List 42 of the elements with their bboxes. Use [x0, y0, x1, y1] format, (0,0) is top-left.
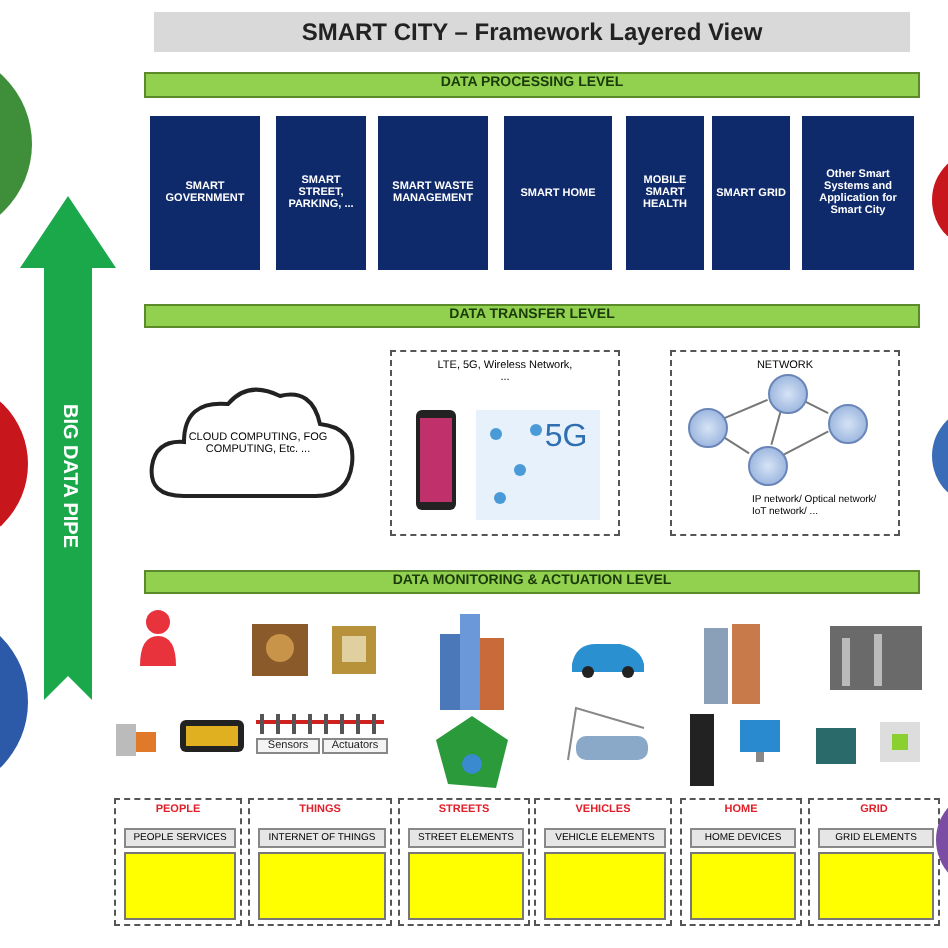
application-box — [504, 116, 612, 270]
application-box — [626, 116, 704, 270]
application-box — [712, 116, 790, 270]
category-box — [818, 828, 934, 848]
detail-box — [124, 852, 236, 920]
dashed-group — [680, 798, 802, 926]
category-box — [690, 828, 796, 848]
category-box — [258, 828, 386, 848]
connector-line — [782, 430, 830, 456]
level-banner — [144, 304, 920, 328]
title-banner: SMART CITY – Framework Layered View — [154, 12, 910, 52]
connector-line — [723, 398, 769, 420]
detail-box — [408, 852, 524, 920]
level-banner — [144, 570, 920, 594]
dashed-group — [398, 798, 530, 926]
dashed-group — [808, 798, 940, 926]
dashed-group — [248, 798, 392, 926]
application-box — [378, 116, 488, 270]
node-label: BIG DATA PIPE — [56, 403, 80, 549]
up-arrow — [20, 196, 116, 700]
application-box — [276, 116, 366, 270]
connector-line — [770, 410, 782, 446]
category-box — [124, 828, 236, 848]
picture-text: 5G — [542, 420, 590, 457]
network-node — [748, 446, 788, 486]
dashed-group — [114, 798, 242, 926]
detail-box — [258, 852, 386, 920]
detail-box — [818, 852, 934, 920]
dashed-box — [670, 350, 900, 536]
category-box — [544, 828, 666, 848]
detail-box — [544, 852, 666, 920]
category-box — [408, 828, 524, 848]
network-node — [688, 408, 728, 448]
network-node — [768, 374, 808, 414]
detail-box — [690, 852, 796, 920]
level-banner — [144, 72, 920, 98]
application-box — [150, 116, 260, 270]
application-box — [802, 116, 914, 270]
network-node — [828, 404, 868, 444]
connector-line — [721, 435, 751, 455]
dashed-group — [534, 798, 672, 926]
connector-line — [802, 399, 830, 415]
